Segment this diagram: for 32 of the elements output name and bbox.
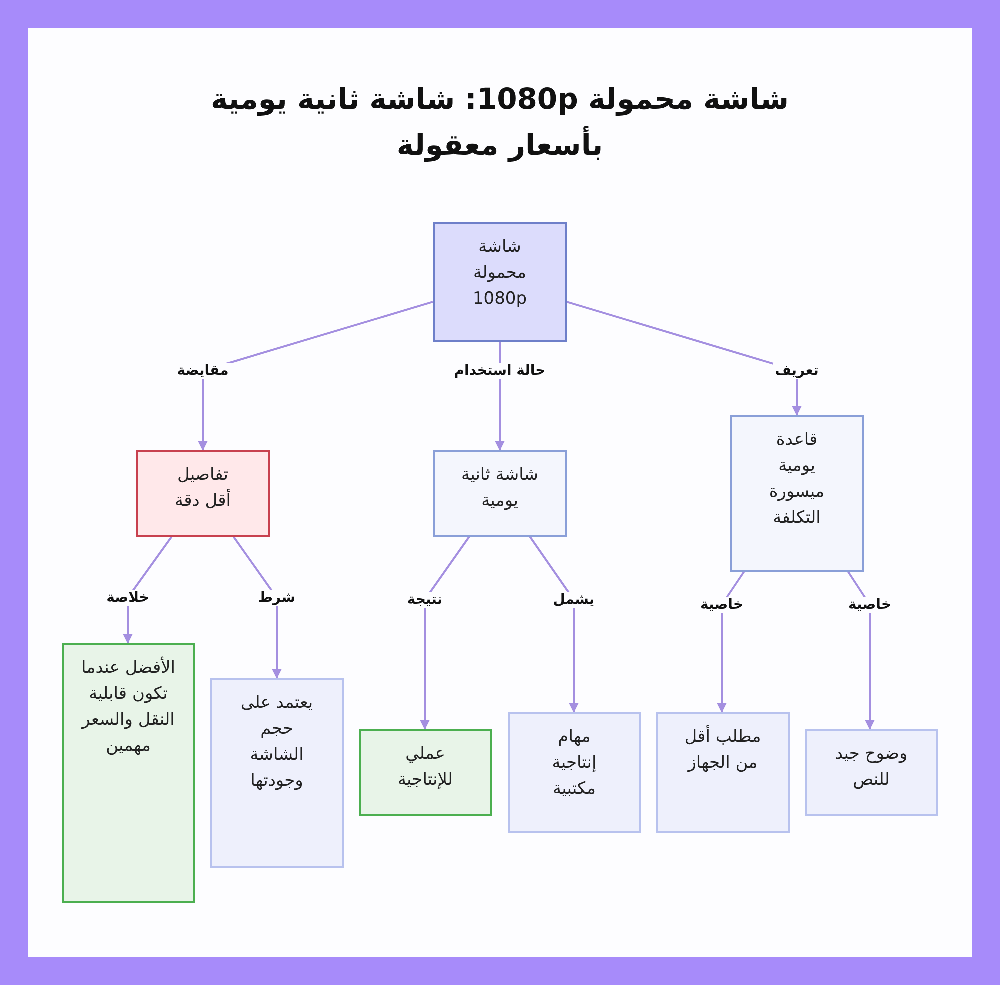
edge-label: يشمل bbox=[551, 592, 597, 608]
edge-label: خلاصة bbox=[104, 590, 152, 606]
process-box bbox=[136, 450, 270, 537]
arrow bbox=[198, 301, 434, 451]
arrow bbox=[566, 301, 802, 416]
node-text: وضوح جيد للنص bbox=[834, 743, 909, 792]
arrow bbox=[717, 571, 746, 713]
process-box bbox=[508, 712, 641, 833]
edge-label: تعريف bbox=[773, 363, 821, 379]
node-text: شاشة ثانية يومية bbox=[460, 464, 540, 513]
node-text: قاعدة يومية ميسورة التكلفة bbox=[768, 429, 826, 530]
node-text: يعتمد على حجم الشاشة وجودتها bbox=[240, 692, 314, 793]
process-box bbox=[730, 415, 864, 572]
process-box bbox=[805, 729, 938, 816]
arrow bbox=[848, 571, 875, 730]
process-box bbox=[359, 729, 492, 816]
process-box bbox=[433, 222, 567, 342]
arrow bbox=[529, 536, 579, 713]
node-text: عملي للإنتاجية bbox=[396, 743, 454, 792]
process-box bbox=[433, 450, 567, 537]
process-box bbox=[656, 712, 790, 833]
arrow bbox=[420, 536, 470, 730]
node-text: تفاصيل أقل دقة bbox=[174, 464, 232, 513]
node-text: مهام إنتاجية مكتبية bbox=[551, 726, 598, 801]
edge-label: مقايضة bbox=[175, 363, 231, 379]
process-box bbox=[210, 678, 344, 868]
diagram-title: شاشة محمولة 1080p: شاشة ثانية يومية بأسعار معقولة bbox=[210, 81, 790, 164]
node-text: شاشة محمولة 1080p bbox=[472, 236, 528, 311]
node-text: مطلب أقل من الجهاز bbox=[684, 724, 762, 775]
process-box bbox=[62, 643, 195, 903]
node-text: الأفضل عندما تكون قابلية النقل والسعر مهمين bbox=[80, 656, 177, 758]
arrow bbox=[232, 536, 282, 679]
